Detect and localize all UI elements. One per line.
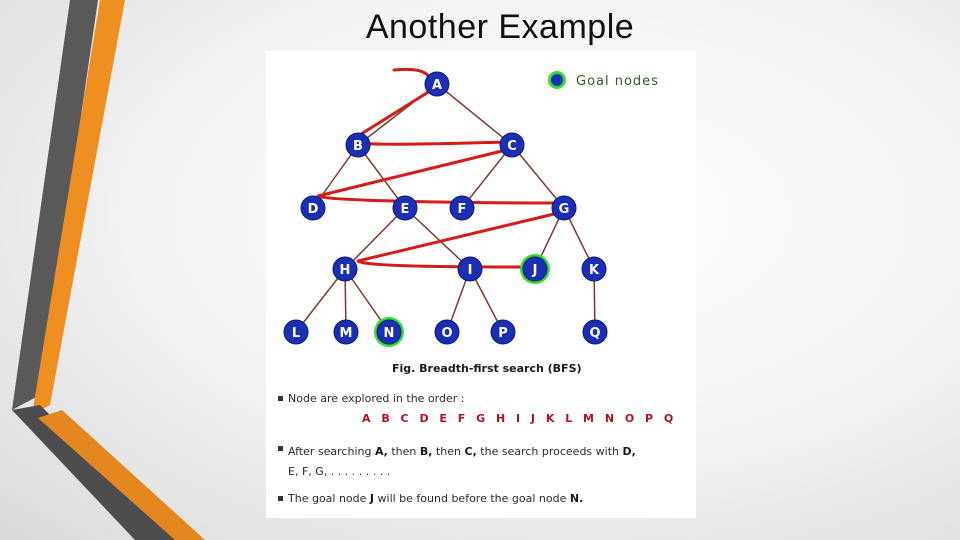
node-circle <box>333 319 359 345</box>
edge-e-i <box>404 207 471 270</box>
figure-panel: A B C D E F G H I J K L M N O P Q Goal nodes Fig. Breadt… <box>266 51 696 518</box>
bfs-tree-diagram: A B C D E F G H I J K L M N O P Q Goal nodes Fig. Breadt… <box>283 67 659 375</box>
node-label: H <box>340 263 351 278</box>
edge-b-e <box>357 144 406 209</box>
node-label: F <box>458 202 467 217</box>
note-after-prefix: After searching <box>288 445 375 458</box>
note-after-tail: E, F, G, . . . . . . . . . <box>288 465 391 478</box>
node-p: P <box>490 319 516 345</box>
note-goal-prefix: The goal node <box>288 492 370 505</box>
order-sequence: A B C D E F G H I J K L M N O P Q <box>362 412 674 425</box>
note-after-b: B, <box>419 445 433 458</box>
node-circle <box>376 319 402 345</box>
edge-e-h <box>344 207 406 270</box>
note-after-a: A, <box>374 445 388 458</box>
figure-caption: Fig. Breadth-first search (BFS) <box>392 362 582 375</box>
note-goal-n: N. <box>569 492 584 505</box>
node-h: H <box>332 256 358 282</box>
node-label: L <box>292 326 300 341</box>
node-label: E <box>401 202 410 217</box>
node-l: L <box>283 319 309 345</box>
node-o: O <box>434 319 460 345</box>
note-after-then: then <box>387 445 420 458</box>
node-d: D <box>300 195 326 221</box>
node-circle <box>283 319 309 345</box>
node-circle <box>582 319 608 345</box>
note-order-text: Node are explored in the order : <box>288 392 465 405</box>
edge-c-f <box>461 144 513 209</box>
edge-c-g <box>511 144 565 209</box>
node-label: P <box>498 326 508 341</box>
edges-layer <box>295 83 596 333</box>
node-c: C <box>499 132 525 158</box>
node-circle <box>332 256 358 282</box>
node-circle <box>392 195 418 221</box>
orange-stripe-upper <box>32 0 125 415</box>
node-label: G <box>559 202 570 217</box>
bullet-square-icon <box>278 446 283 451</box>
node-circle <box>434 319 460 345</box>
node-n: N <box>374 317 404 347</box>
node-q: Q <box>582 319 608 345</box>
node-k: K <box>581 256 607 282</box>
bfs-traversal-path <box>316 67 566 269</box>
note-after-c: C, <box>464 445 477 458</box>
node-g: G <box>551 195 577 221</box>
node-label: N <box>384 326 395 341</box>
node-circle <box>581 256 607 282</box>
note-after-d: D, <box>622 445 636 458</box>
orange-stripe-lower <box>38 410 205 540</box>
node-label: B <box>353 139 363 154</box>
note-goal: The goal node J will be found before the… <box>278 492 688 505</box>
note-order: Node are explored in the order : <box>278 392 688 405</box>
node-label: Q <box>589 326 600 341</box>
note-goal-j: J <box>369 492 375 505</box>
node-circle <box>449 195 475 221</box>
node-e: E <box>392 195 418 221</box>
node-circle <box>490 319 516 345</box>
note-after: After searching A, then B, then C, the s… <box>278 442 688 482</box>
gray-stripe-lower <box>12 405 175 540</box>
node-circle <box>551 195 577 221</box>
bfs-traversal-line <box>316 67 566 269</box>
node-circle <box>457 256 483 282</box>
edge-h-l <box>295 268 346 333</box>
node-j: J <box>520 254 550 284</box>
bullet-square-icon <box>278 496 283 501</box>
node-circle <box>300 195 326 221</box>
node-circle <box>499 132 525 158</box>
node-label: M <box>340 326 353 341</box>
node-label: D <box>308 202 319 217</box>
node-label: O <box>441 326 452 341</box>
node-m: M <box>333 319 359 345</box>
legend: Goal nodes <box>548 71 659 89</box>
legend-label: Goal nodes <box>576 74 659 89</box>
nodes-layer: A B C D E F G H I J K L M N O P Q <box>283 71 608 347</box>
node-circle <box>522 256 548 282</box>
node-i: I <box>457 256 483 282</box>
node-label: C <box>507 139 517 154</box>
node-label: I <box>468 263 473 278</box>
node-label: K <box>589 263 600 278</box>
note-after-then2: then <box>432 445 465 458</box>
node-label: A <box>432 78 442 93</box>
node-a: A <box>424 71 450 97</box>
legend-node-icon <box>551 74 563 86</box>
note-after-middle: the search proceeds with <box>476 445 623 458</box>
node-circle <box>345 132 371 158</box>
slide-title: Another Example <box>365 8 635 46</box>
bullet-square-icon <box>278 396 283 401</box>
edge-a-c <box>436 83 513 146</box>
gray-stripe-upper <box>12 0 98 410</box>
node-label: J <box>532 263 538 278</box>
node-f: F <box>449 195 475 221</box>
note-goal-mid: will be found before the goal node <box>374 492 570 505</box>
node-circle <box>424 71 450 97</box>
node-b: B <box>345 132 371 158</box>
